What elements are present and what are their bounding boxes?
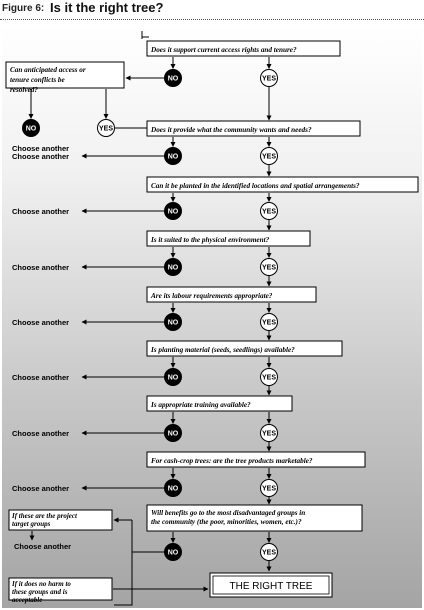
- result-label: THE RIGHT TREE: [230, 581, 313, 592]
- header-divider: [0, 19, 424, 20]
- question-9-text: Will benefits go to the most disadvantag…: [151, 509, 305, 526]
- question-9: Will benefits go to the most disadvantag…: [146, 504, 363, 532]
- choose-another-label: Choose another: [12, 152, 69, 161]
- svg-text:NO: NO: [168, 76, 179, 83]
- svg-text:NO: NO: [168, 265, 179, 272]
- question-7: Is appropriate training available?: [146, 395, 293, 412]
- question-8: For cash-crop trees: are the tree produc…: [146, 451, 366, 468]
- choose-another-label: Choose another: [12, 318, 69, 327]
- flow-connectors: [28, 31, 272, 606]
- no-node-9: NO: [164, 543, 182, 561]
- question-1: Does it support current access rights an…: [146, 40, 341, 57]
- question-2: Does it provide what the community wants…: [146, 120, 361, 137]
- svg-text:Does it support current access: Does it support current access rights an…: [150, 46, 297, 54]
- yes-node-1: YES: [260, 69, 278, 87]
- yes-node-6: YES: [260, 368, 278, 386]
- svg-text:NO: NO: [168, 486, 179, 493]
- choose-another-label: Choose another: [12, 144, 69, 153]
- side-no-node: NO: [22, 119, 40, 137]
- figure-title: Is it the right tree?: [50, 0, 164, 15]
- svg-text:YES: YES: [262, 265, 276, 272]
- svg-text:NO: NO: [168, 320, 179, 327]
- no-node-3: NO: [164, 202, 182, 220]
- entry-connector: [141, 31, 149, 38]
- choose-another-label: Choose another: [12, 373, 69, 382]
- svg-text:NO: NO: [168, 550, 179, 557]
- figure-header: Figure 6: Is it the right tree?: [0, 0, 424, 24]
- svg-text:YES: YES: [262, 431, 276, 438]
- svg-text:NO: NO: [26, 126, 37, 133]
- svg-text:Are its labour requirements ap: Are its labour requirements appropriate?: [150, 292, 273, 300]
- yes-node-7: YES: [260, 424, 278, 442]
- svg-text:YES: YES: [262, 154, 276, 161]
- no-node-2: NO: [164, 147, 182, 165]
- choose-another-label: Choose another: [14, 542, 71, 551]
- decision-flowchart: Does it support current access rights an…: [5, 31, 419, 606]
- no-9-bracket: [115, 520, 133, 606]
- svg-text:NO: NO: [168, 209, 179, 216]
- svg-text:YES: YES: [262, 486, 276, 493]
- svg-text:YES: YES: [262, 550, 276, 557]
- no-node-7: NO: [164, 424, 182, 442]
- svg-text:Is appropriate training availa: Is appropriate training available?: [150, 401, 251, 409]
- svg-text:For cash-crop trees: are the t: For cash-crop trees: are the tree produc…: [151, 457, 313, 465]
- svg-text:Can it be planted in the ident: Can it be planted in the identified loca…: [151, 182, 360, 190]
- yes-node-8: YES: [260, 479, 278, 497]
- question-3: Can it be planted in the identified loca…: [146, 176, 419, 193]
- yes-node-2: YES: [260, 147, 278, 165]
- result-box: THE RIGHT TREE: [209, 572, 333, 598]
- flowchart-panel: Does it support current access rights an…: [2, 25, 422, 608]
- yes-node-5: YES: [260, 313, 278, 331]
- svg-text:YES: YES: [262, 320, 276, 327]
- no-node-1: NO: [164, 69, 182, 87]
- svg-text:NO: NO: [168, 431, 179, 438]
- question-4: Is it suited to the physical environment…: [146, 230, 311, 247]
- no-node-6: NO: [164, 368, 182, 386]
- svg-text:NO: NO: [168, 154, 179, 161]
- svg-text:Is it suited to the physical e: Is it suited to the physical environment…: [150, 236, 270, 244]
- svg-text:YES: YES: [262, 209, 276, 216]
- yes-node-9: YES: [260, 543, 278, 561]
- svg-text:Does it provide what the commu: Does it provide what the community wants…: [150, 126, 312, 134]
- yes-node-4: YES: [260, 258, 278, 276]
- choose-another-label: Choose another: [12, 207, 69, 216]
- svg-text:YES: YES: [99, 126, 113, 133]
- yes-node-3: YES: [260, 202, 278, 220]
- question-5: Are its labour requirements appropriate?: [146, 286, 317, 303]
- choose-another-label: Choose another: [12, 263, 69, 272]
- svg-text:Is planting material (seeds, s: Is planting material (seeds, seedlings) …: [150, 346, 295, 354]
- side-yes-node: YES: [97, 119, 115, 137]
- no-node-4: NO: [164, 258, 182, 276]
- svg-text:YES: YES: [262, 375, 276, 382]
- svg-text:YES: YES: [262, 76, 276, 83]
- choose-another-label: Choose another: [12, 484, 69, 493]
- choose-another-label: Choose another: [12, 429, 69, 438]
- no-node-5: NO: [164, 313, 182, 331]
- no-node-8: NO: [164, 479, 182, 497]
- figure-label: Figure 6:: [2, 3, 45, 14]
- svg-text:NO: NO: [168, 375, 179, 382]
- question-6: Is planting material (seeds, seedlings) …: [146, 340, 343, 357]
